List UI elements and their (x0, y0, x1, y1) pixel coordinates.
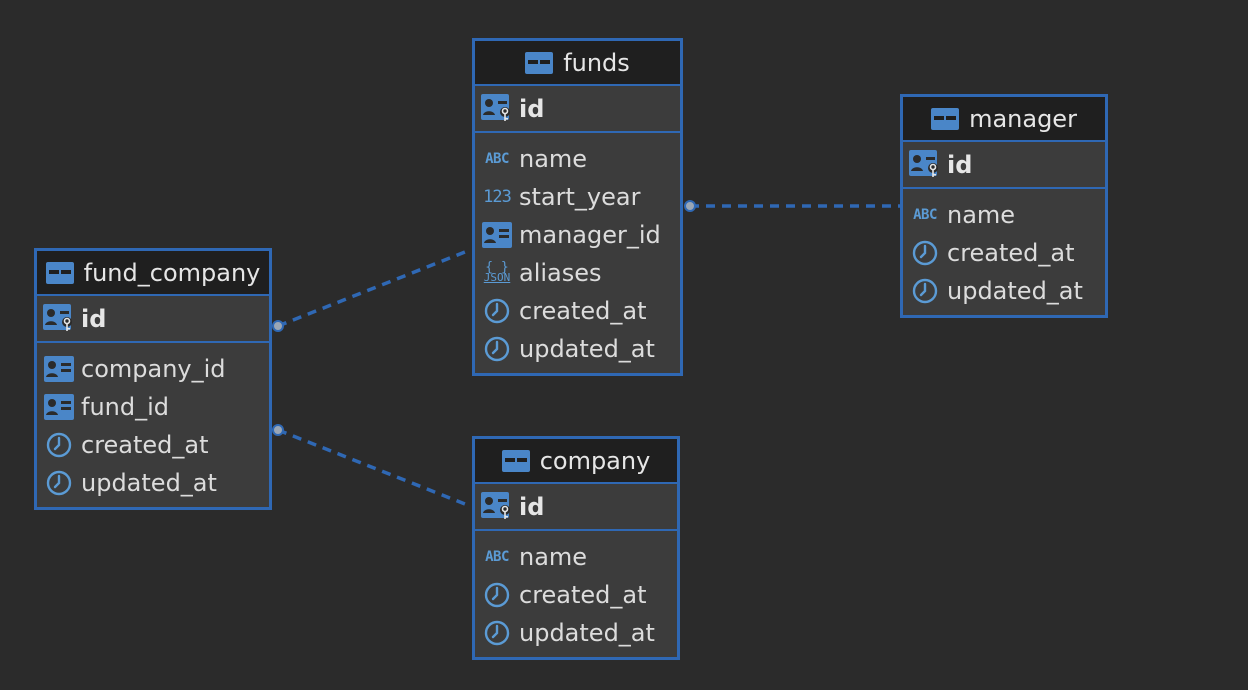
column-name: fund_id (81, 393, 170, 421)
column-name: name (519, 145, 588, 173)
link-fundcompany-company[interactable] (277, 428, 471, 508)
table-icon (525, 51, 554, 74)
table-header[interactable]: company (475, 439, 677, 484)
column-row[interactable]: created_at (475, 292, 680, 330)
primary-key-icon (43, 303, 75, 335)
number-icon: 123 (483, 187, 512, 207)
column-name: company_id (81, 355, 226, 383)
primary-key-label: id (947, 150, 973, 179)
column-name: created_at (519, 581, 647, 609)
link-endpoint (272, 320, 284, 332)
table-header[interactable]: fund_company (37, 251, 269, 296)
primary-key-label: id (81, 304, 107, 333)
primary-key-row[interactable]: id (475, 86, 680, 133)
primary-key-icon (481, 93, 513, 125)
primary-key-label: id (519, 492, 545, 521)
table-header[interactable]: manager (903, 97, 1105, 142)
clock-icon (43, 429, 75, 461)
clock-icon (481, 333, 513, 365)
column-row[interactable]: ABC name (475, 538, 677, 576)
column-row[interactable]: updated_at (903, 272, 1105, 310)
column-row[interactable]: ABC name (475, 140, 680, 178)
table-icon (501, 449, 530, 472)
column-row[interactable]: company_id (37, 350, 269, 388)
clock-icon (481, 579, 513, 611)
link-endpoint (684, 200, 696, 212)
column-row[interactable]: updated_at (37, 464, 269, 502)
table-name: manager (969, 104, 1077, 133)
clock-icon (909, 275, 941, 307)
abc-icon: ABC (913, 207, 937, 223)
primary-key-row[interactable]: id (903, 142, 1105, 189)
column-row[interactable]: { }JSON aliases (475, 254, 680, 292)
column-list: company_id fund_id created_at updated_at (37, 343, 269, 507)
column-row[interactable]: created_at (37, 426, 269, 464)
column-row[interactable]: manager_id (475, 216, 680, 254)
primary-key-row[interactable]: id (475, 484, 677, 531)
column-list: ABC name created_at updated_at (475, 531, 677, 657)
column-name: updated_at (947, 277, 1083, 305)
column-row[interactable]: ABC name (903, 196, 1105, 234)
reference-card-icon (43, 391, 75, 423)
reference-card-icon (481, 219, 513, 251)
reference-card-icon (43, 353, 75, 385)
clock-icon (43, 467, 75, 499)
column-name: aliases (519, 259, 602, 287)
link-endpoint (272, 424, 284, 436)
column-row[interactable]: updated_at (475, 614, 677, 652)
clock-icon (909, 237, 941, 269)
column-name: manager_id (519, 221, 661, 249)
column-row[interactable]: created_at (475, 576, 677, 614)
column-name: name (519, 543, 588, 571)
link-fundcompany-funds[interactable] (277, 248, 471, 328)
column-name: updated_at (519, 619, 655, 647)
column-row[interactable]: updated_at (475, 330, 680, 368)
column-row[interactable]: created_at (903, 234, 1105, 272)
column-row[interactable]: 123 start_year (475, 178, 680, 216)
table-name: funds (563, 48, 630, 77)
clock-icon (481, 295, 513, 327)
primary-key-row[interactable]: id (37, 296, 269, 343)
clock-icon (481, 617, 513, 649)
json-icon: { }JSON (483, 260, 511, 284)
table-name: company (539, 446, 651, 475)
primary-key-icon (481, 491, 513, 523)
table-icon (45, 261, 74, 284)
abc-icon: ABC (485, 151, 509, 167)
column-name: updated_at (519, 335, 655, 363)
column-name: created_at (81, 431, 209, 459)
column-name: start_year (519, 183, 641, 211)
abc-icon: ABC (485, 549, 509, 565)
column-row[interactable]: fund_id (37, 388, 269, 426)
table-name: fund_company (83, 258, 261, 287)
primary-key-label: id (519, 94, 545, 123)
table-icon (931, 107, 960, 130)
column-list: ABC name 123 start_year manager_id { }JSON ali… (475, 133, 680, 373)
column-name: created_at (947, 239, 1075, 267)
column-list: ABC name created_at updated_at (903, 189, 1105, 315)
table-header[interactable]: funds (475, 41, 680, 86)
column-name: updated_at (81, 469, 217, 497)
column-name: created_at (519, 297, 647, 325)
primary-key-icon (909, 149, 941, 181)
column-name: name (947, 201, 1016, 229)
